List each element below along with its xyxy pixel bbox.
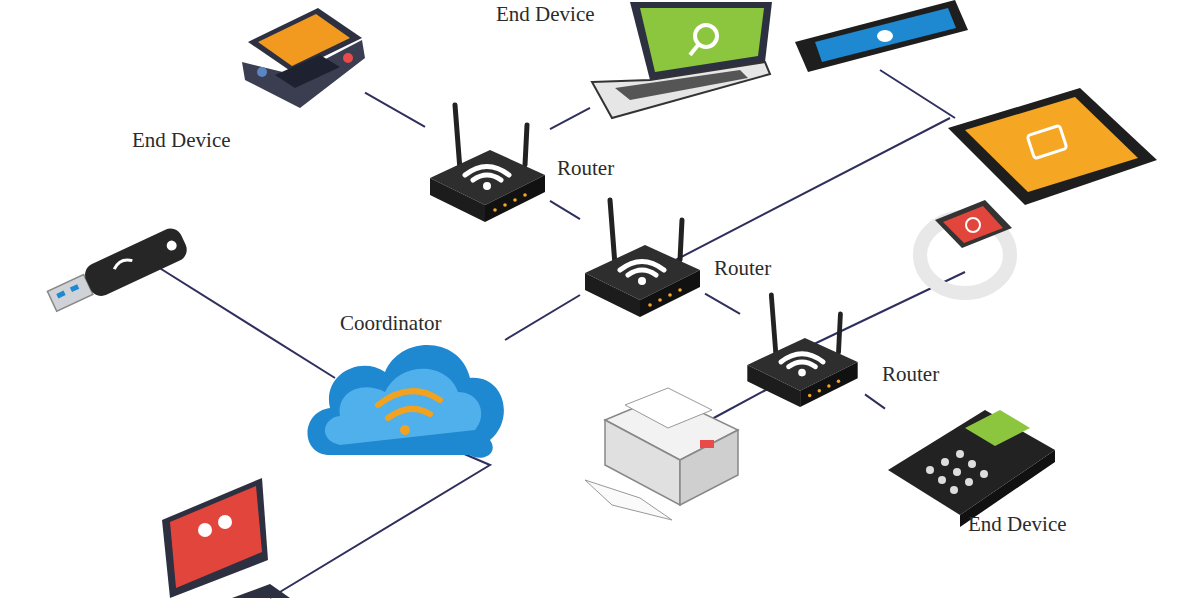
payment-terminal-icon (888, 410, 1055, 527)
network-link (550, 201, 580, 219)
router-node: Router (425, 100, 550, 225)
device-wires (150, 70, 965, 598)
router-node: Router (580, 195, 705, 320)
printer-icon (585, 388, 738, 520)
laptop-icon (592, 2, 772, 118)
network-link (550, 108, 590, 129)
node-label: Router (880, 362, 941, 386)
tablet-icon (948, 88, 1157, 205)
network-link (365, 93, 425, 127)
end-device: End Device (885, 408, 1055, 530)
node-label: Router (555, 156, 616, 180)
node-label: End Device (966, 512, 1069, 536)
node-label: Router (712, 256, 773, 280)
router-node: Router (740, 290, 865, 410)
network-link (505, 295, 580, 340)
end-device: End Device (590, 2, 770, 118)
monitor-icon (162, 478, 290, 598)
watch-icon (920, 200, 1012, 293)
node-label: End Device (494, 2, 597, 26)
network-link (705, 294, 740, 314)
usb-dongle-icon (45, 225, 191, 317)
phone-icon (795, 0, 968, 72)
router-icons (430, 105, 858, 407)
network-link (865, 394, 885, 408)
coordinator-node: Coordinator (305, 340, 505, 460)
end-device: End Device (240, 2, 365, 112)
coordinator-cloud-icon (308, 345, 504, 458)
gamepad-icon (242, 8, 365, 108)
node-label: End Device (130, 128, 233, 152)
node-label: Coordinator (338, 311, 443, 335)
